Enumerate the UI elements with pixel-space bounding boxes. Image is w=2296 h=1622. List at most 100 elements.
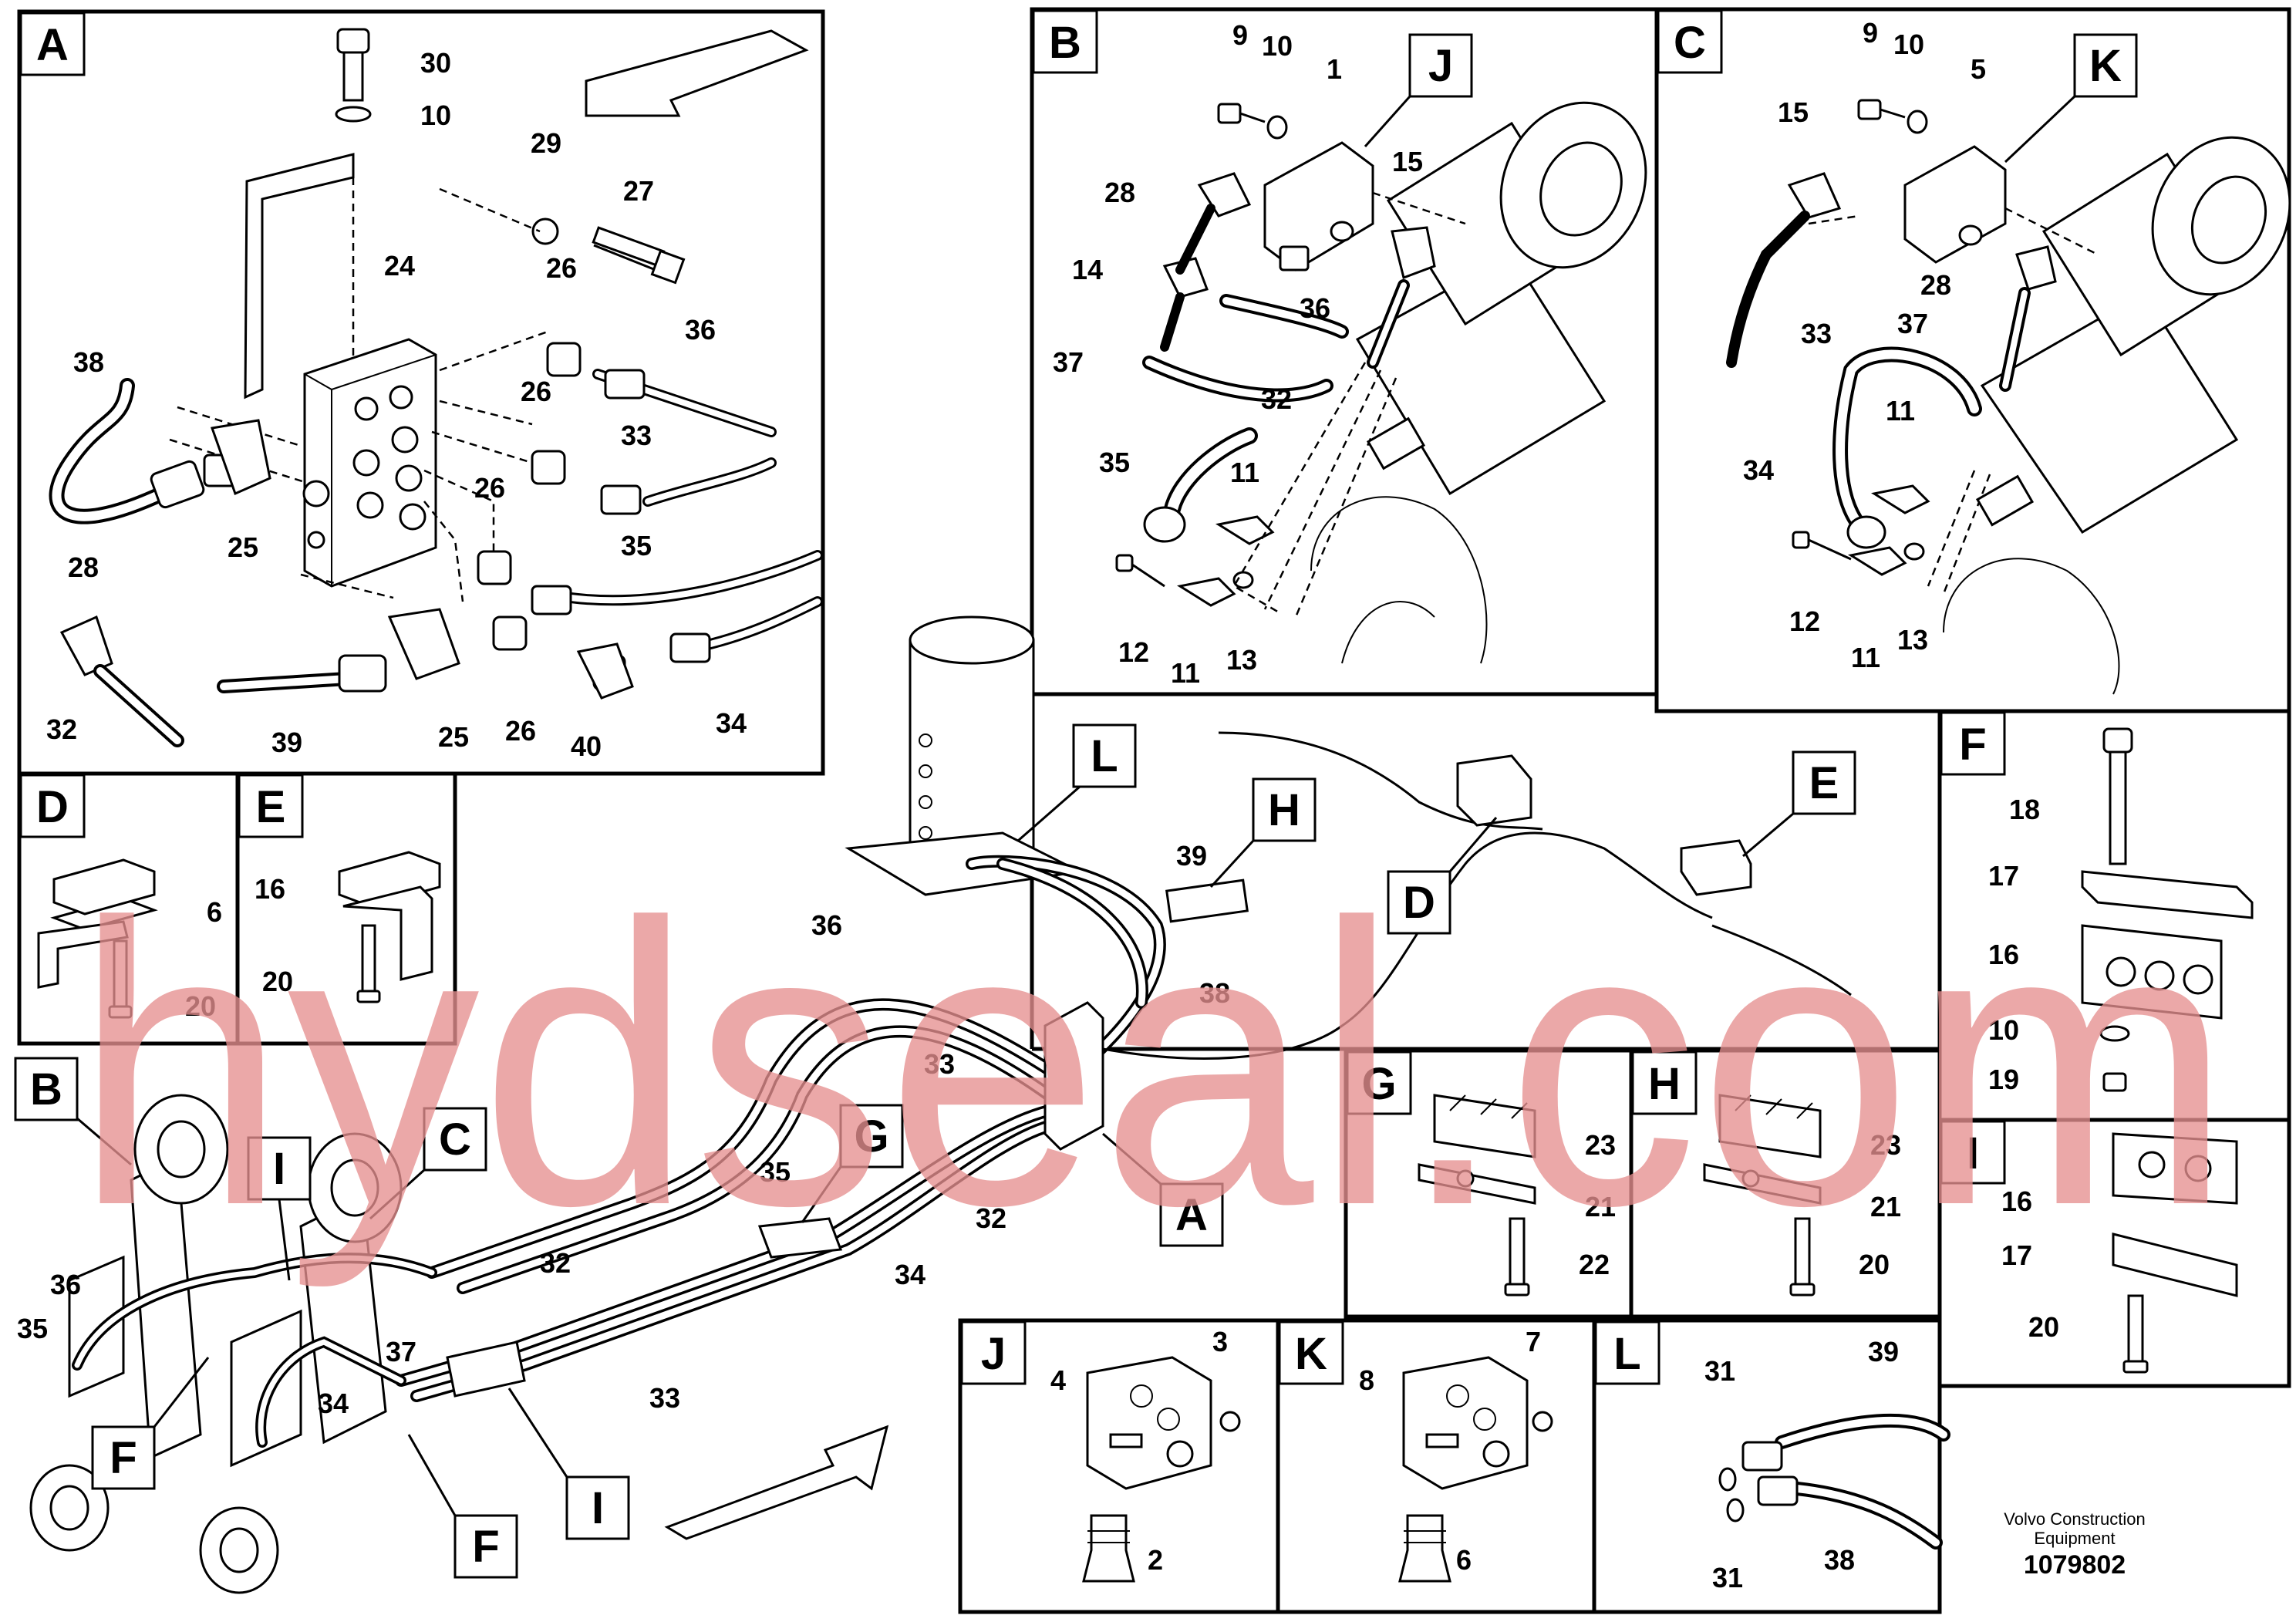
callout-label: 20 — [185, 990, 216, 1022]
panel-label-c: C — [1657, 9, 1723, 74]
panel-label-a: A — [19, 12, 86, 76]
callout-label: 17 — [1988, 860, 2019, 892]
callout-label: 28 — [1920, 269, 1951, 301]
panel-label-d: D — [19, 774, 86, 838]
callout-label: 36 — [50, 1269, 81, 1300]
svg-text:B: B — [30, 1064, 62, 1114]
callout-label: 36 — [811, 909, 842, 941]
panel-d-drawing — [37, 858, 158, 1019]
svg-text:B: B — [1049, 18, 1081, 68]
panel-i-drawing — [2112, 1132, 2238, 1374]
panel-a-drawing — [49, 28, 823, 747]
panel-label-b: B — [1032, 9, 1098, 74]
ref-box-b: B — [14, 1057, 132, 1166]
drawing-footer: Volvo Construction Equipment 1079802 — [2004, 1509, 2145, 1580]
callout-label: 38 — [73, 346, 104, 378]
callout-label: 21 — [1870, 1191, 1901, 1222]
callout-label: 11 — [1171, 657, 1200, 689]
callout-label: 10 — [1893, 29, 1924, 60]
callout-label: 5 — [1971, 53, 1986, 85]
callout-label: 31 — [1704, 1355, 1735, 1387]
svg-text:C: C — [1674, 18, 1706, 68]
svg-text:A: A — [1175, 1190, 1208, 1240]
panel-label-k: K — [1278, 1320, 1344, 1385]
callout-label: 39 — [1868, 1336, 1899, 1367]
panel-l-drawing — [1718, 1413, 1950, 1549]
callout-label: 34 — [1743, 454, 1774, 486]
panel-f-drawing — [2081, 727, 2254, 1092]
callout-label: 18 — [2009, 794, 2040, 825]
ref-box-f-left: F — [91, 1357, 210, 1490]
callout-label: 38 — [1199, 977, 1230, 1009]
callout-label: 16 — [2001, 1185, 2032, 1217]
ref-box-h: H — [1209, 777, 1317, 889]
svg-text:I: I — [592, 1483, 604, 1533]
ref-box-e: E — [1742, 750, 1856, 858]
svg-text:E: E — [1809, 758, 1839, 808]
callout-label: 35 — [17, 1313, 48, 1344]
ref-box-i-lower: I — [507, 1388, 630, 1540]
callout-label: 14 — [1072, 254, 1103, 285]
callout-label: 32 — [540, 1247, 571, 1279]
panel-label-g: G — [1346, 1050, 1412, 1115]
callout-label: 39 — [1176, 840, 1207, 872]
ref-box-k: K — [2004, 33, 2138, 164]
callout-label: 11 — [1851, 642, 1880, 673]
svg-text:D: D — [36, 782, 69, 832]
ref-box-j: J — [1364, 33, 1473, 147]
callout-label: 28 — [1104, 177, 1135, 208]
callout-label: 25 — [438, 721, 469, 753]
svg-text:K: K — [1295, 1329, 1327, 1379]
callout-label: 31 — [1712, 1562, 1743, 1593]
panel-k-drawing — [1398, 1356, 1553, 1583]
callout-label: 13 — [1226, 644, 1257, 676]
callout-label: 7 — [1526, 1326, 1541, 1357]
callout-label: 38 — [1824, 1544, 1855, 1576]
company-name-line2: Equipment — [2034, 1529, 2115, 1548]
callout-label: 26 — [474, 472, 505, 504]
svg-text:D: D — [1403, 878, 1435, 928]
callout-label: 34 — [895, 1259, 925, 1290]
callout-label: 33 — [621, 420, 652, 451]
panel-e-drawing — [338, 851, 441, 1003]
callout-label: 32 — [46, 713, 77, 745]
svg-text:I: I — [1967, 1128, 1979, 1179]
callout-label: 36 — [1300, 292, 1330, 324]
drawing-number: 1079802 — [2024, 1550, 2126, 1580]
svg-text:I: I — [273, 1144, 285, 1194]
svg-text:H: H — [1268, 785, 1300, 835]
svg-text:G: G — [1361, 1059, 1396, 1109]
panel-label-i: I — [1940, 1120, 2006, 1185]
callout-label: 35 — [621, 530, 652, 561]
panel-label-f: F — [1940, 711, 2006, 776]
callout-label: 32 — [976, 1202, 1006, 1234]
callout-label: 26 — [546, 252, 577, 284]
panel-frames — [17, 7, 2291, 1614]
callout-label: 12 — [1789, 605, 1820, 637]
panel-h-drawing — [1703, 1094, 1822, 1297]
callout-label: 32 — [1261, 383, 1292, 415]
callout-label: 19 — [1988, 1064, 2019, 1095]
svg-text:L: L — [1091, 731, 1118, 781]
callout-label: 40 — [571, 730, 602, 762]
callout-label: 15 — [1778, 96, 1809, 128]
ref-box-c: C — [369, 1107, 487, 1220]
callout-label: 9 — [1863, 17, 1878, 49]
panel-label-e: E — [238, 774, 304, 838]
callout-label: 2 — [1148, 1544, 1163, 1576]
company-name-line1: Volvo Construction — [2004, 1509, 2145, 1529]
detail-reference-boxes: J K — [1364, 33, 2138, 164]
callout-label: 36 — [685, 314, 716, 346]
svg-text:F: F — [1959, 720, 1986, 770]
callout-label: 23 — [1585, 1129, 1616, 1161]
callout-label: 1 — [1327, 53, 1342, 85]
callout-label: 33 — [649, 1382, 680, 1414]
ref-box-g: G — [801, 1104, 904, 1223]
panel-label-l: L — [1594, 1320, 1660, 1385]
svg-text:G: G — [854, 1111, 888, 1162]
panel-label-h: H — [1631, 1050, 1698, 1115]
callout-label: 35 — [1099, 447, 1130, 478]
callout-label: 13 — [1897, 624, 1928, 656]
callout-label: 24 — [384, 250, 415, 282]
